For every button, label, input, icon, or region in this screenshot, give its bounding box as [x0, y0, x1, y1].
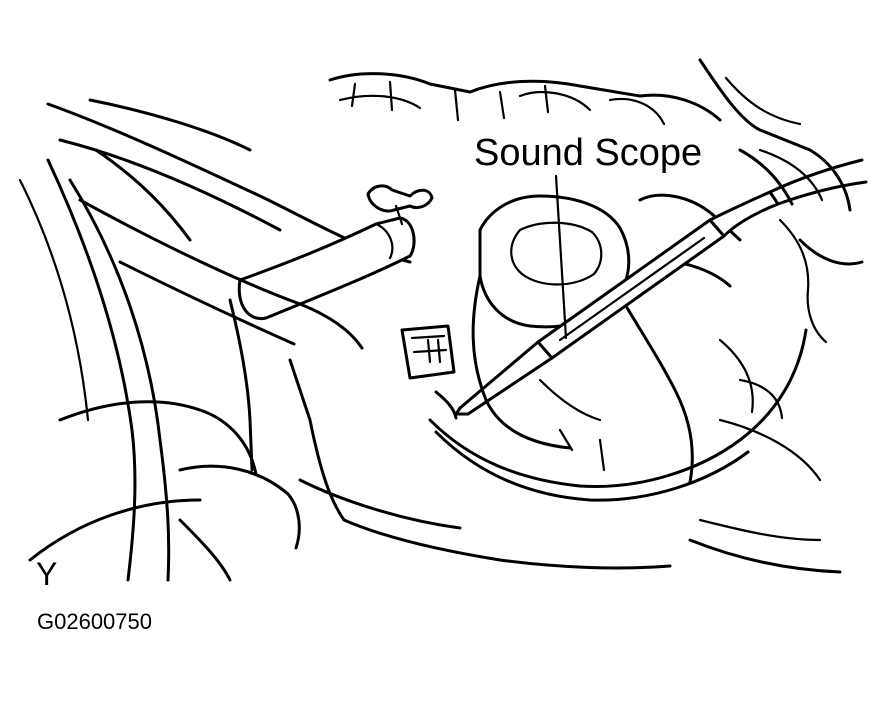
frame-rails [18, 98, 412, 582]
sound-scope-probe [454, 158, 868, 416]
wire-harness [428, 328, 808, 502]
lower-engine [28, 358, 842, 582]
callout-leader-line [554, 174, 568, 340]
radiator-hose [237, 184, 434, 321]
sensor-connector [400, 324, 458, 420]
view-letter: Y [36, 556, 58, 592]
engine-block [471, 193, 784, 484]
crossbar [78, 198, 364, 472]
sound-scope-label: Sound Scope [474, 132, 703, 174]
figure-id: G02600750 [37, 609, 152, 634]
